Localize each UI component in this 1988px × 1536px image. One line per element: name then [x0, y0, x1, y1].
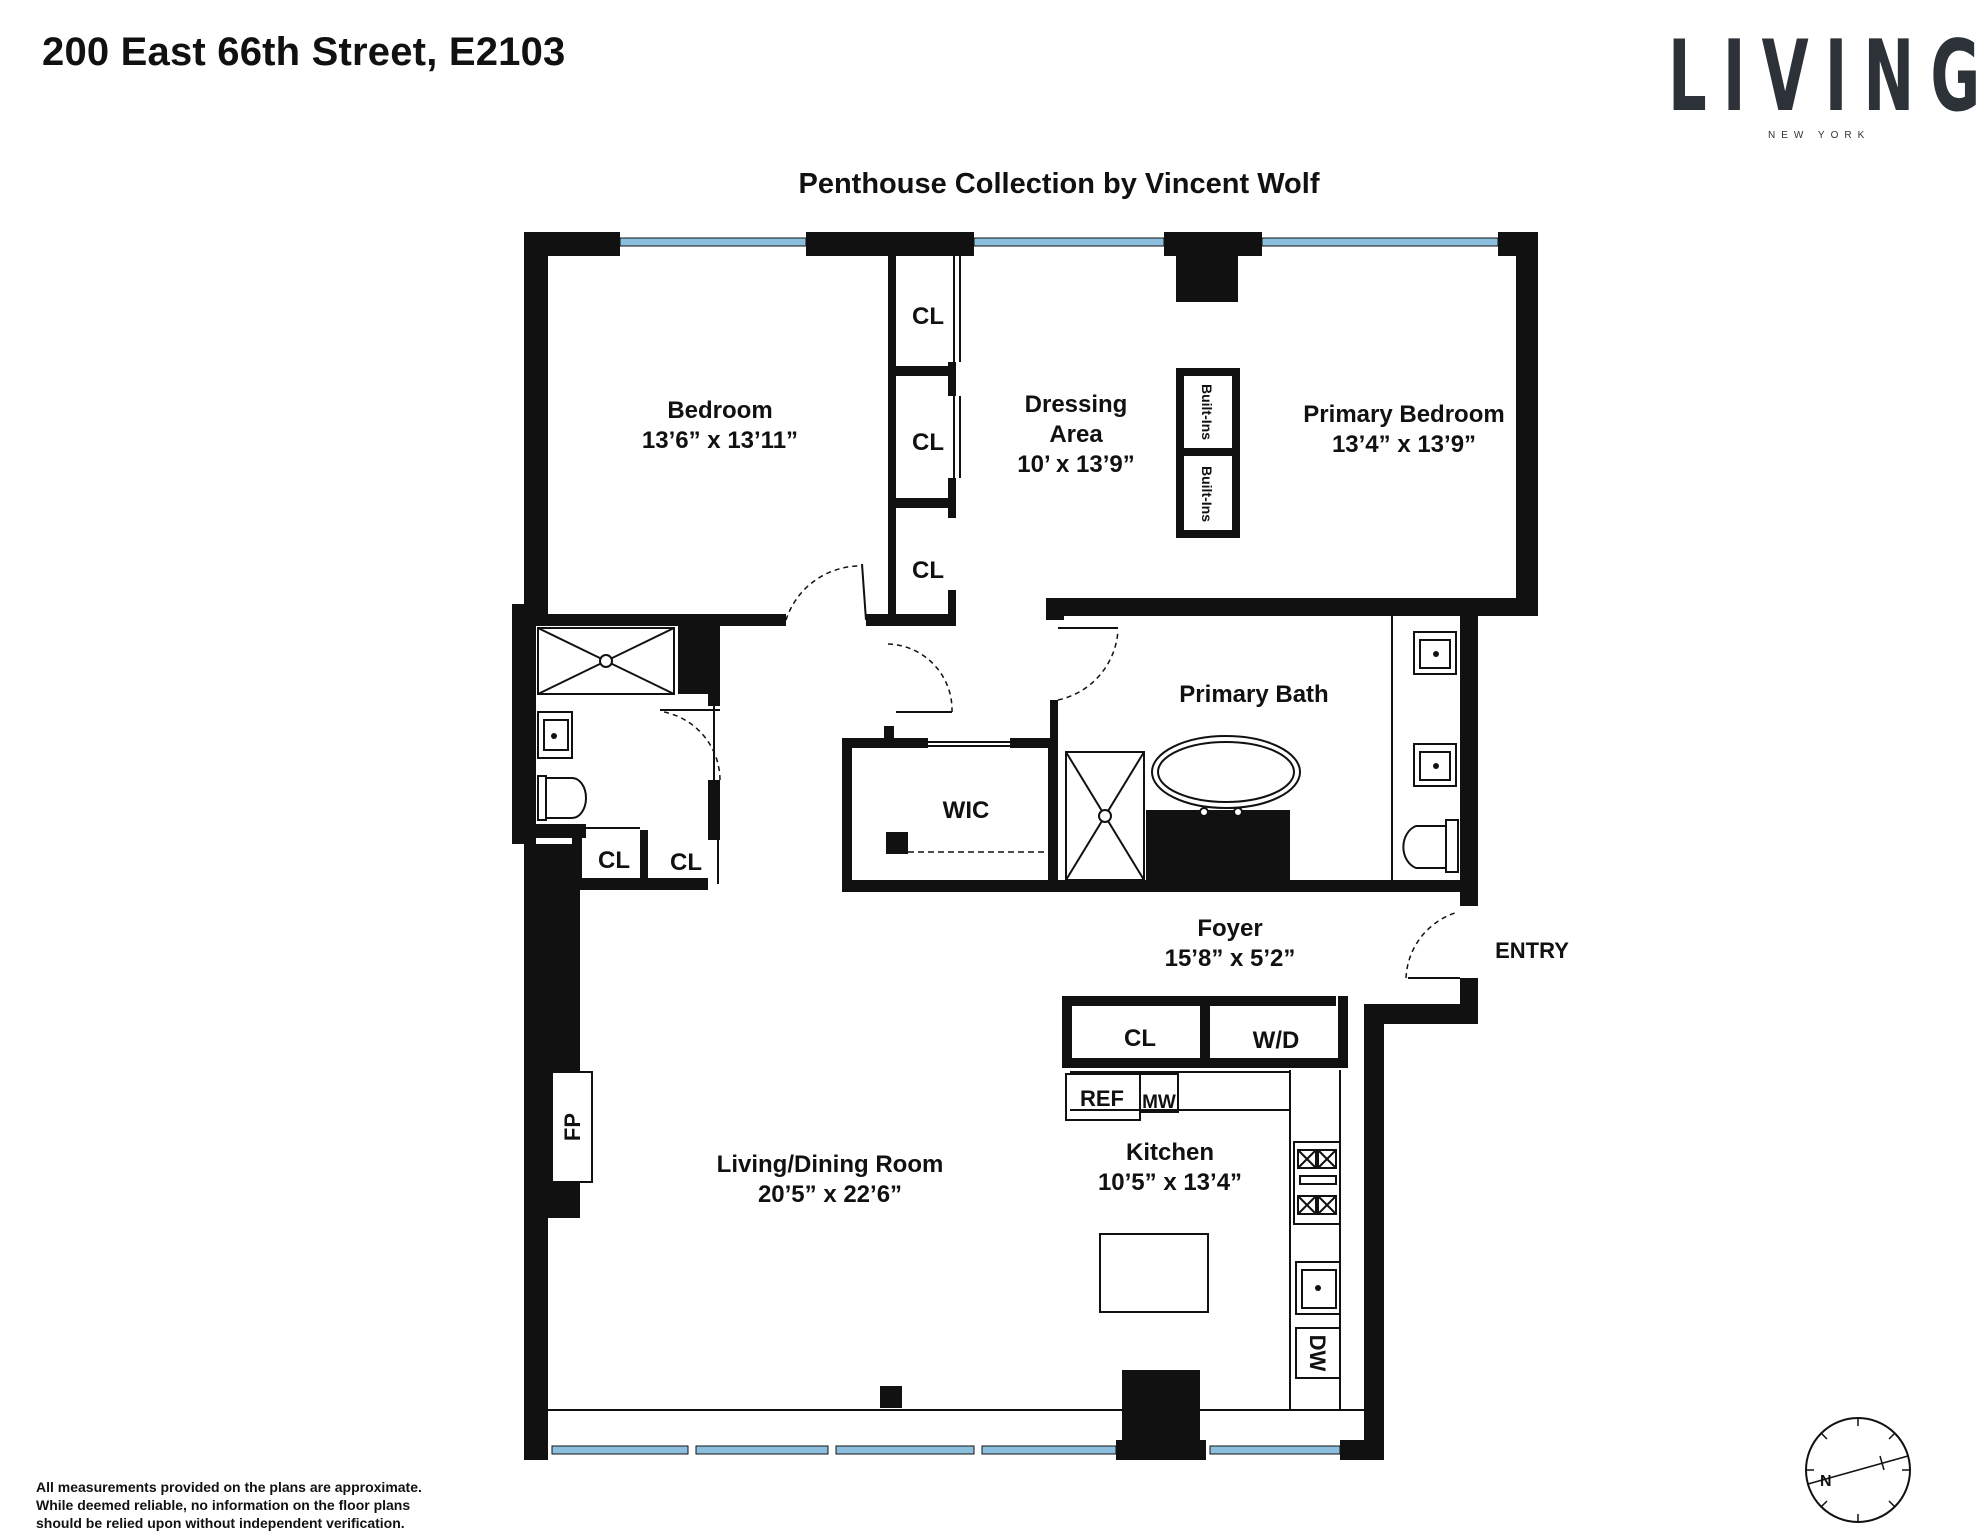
- entry-label: ENTRY: [1495, 938, 1569, 963]
- fireplace-label: FP: [560, 1113, 585, 1141]
- disclaimer-line-3: should be relied upon without independen…: [36, 1515, 405, 1531]
- washer-dryer-label: W/D: [1253, 1027, 1300, 1054]
- closet-label-5: CL: [670, 849, 702, 876]
- closet-label-4: CL: [598, 847, 630, 874]
- foyer-name: Foyer: [1197, 915, 1262, 942]
- bedroom-name: Bedroom: [667, 397, 772, 424]
- bedroom-size: 13’6” x 13’11”: [642, 427, 798, 454]
- builtins-label-1: Built-Ins: [1199, 384, 1215, 440]
- compass-north: N: [1820, 1473, 1832, 1490]
- closet-label-1: CL: [912, 303, 944, 330]
- primary-bedroom-name: Primary Bedroom: [1303, 401, 1504, 428]
- brand-logo: LIVING NEW YORK: [1668, 20, 1980, 141]
- closet-label-3: CL: [912, 557, 944, 584]
- room-labels: Bedroom 13’6” x 13’11” Dressing Area 10’…: [642, 391, 1569, 1208]
- builtins-label-2: Built-Ins: [1199, 466, 1215, 522]
- microwave-label: MW: [1142, 1092, 1176, 1113]
- primary-bedroom-size: 13’4” x 13’9”: [1332, 431, 1476, 458]
- dressing-size: 10’ x 13’9”: [1017, 451, 1134, 478]
- logo-tagline: NEW YORK: [1768, 130, 1871, 141]
- disclaimer: All measurements provided on the plans a…: [36, 1478, 422, 1532]
- dressing-name-1: Dressing: [1025, 391, 1128, 418]
- compass: N: [1805, 1417, 1911, 1523]
- fixtures: [537, 627, 1459, 1379]
- living-size: 20’5” x 22’6”: [758, 1181, 902, 1208]
- dressing-name-2: Area: [1049, 421, 1103, 448]
- fixture-details: [551, 651, 1439, 1291]
- wic-name: WIC: [943, 797, 990, 824]
- closet-label-6: CL: [1124, 1025, 1156, 1052]
- listing-address: 200 East 66th Street, E2103: [42, 30, 566, 74]
- door-swings: [663, 565, 1459, 979]
- disclaimer-line-1: All measurements provided on the plans a…: [36, 1479, 422, 1495]
- closet-label-2: CL: [912, 429, 944, 456]
- thin-lines: [548, 256, 1393, 1411]
- door-leaves: [660, 563, 1460, 979]
- kitchen-size: 10’5” x 13’4”: [1098, 1169, 1242, 1196]
- living-name: Living/Dining Room: [717, 1151, 944, 1178]
- fixture-labels: CL CL CL CL CL CL W/D REF MW Built-Ins B…: [560, 303, 1330, 1372]
- plan-subtitle: Penthouse Collection by Vincent Wolf: [798, 168, 1320, 200]
- kitchen-name: Kitchen: [1126, 1139, 1214, 1166]
- primary-bath-name: Primary Bath: [1179, 681, 1328, 708]
- disclaimer-line-2: While deemed reliable, no information on…: [36, 1497, 411, 1513]
- refrigerator-label: REF: [1080, 1086, 1124, 1111]
- dishwasher-label: DW: [1305, 1335, 1330, 1372]
- foyer-size: 15’8” x 5’2”: [1165, 945, 1296, 972]
- walls: [512, 232, 1538, 1460]
